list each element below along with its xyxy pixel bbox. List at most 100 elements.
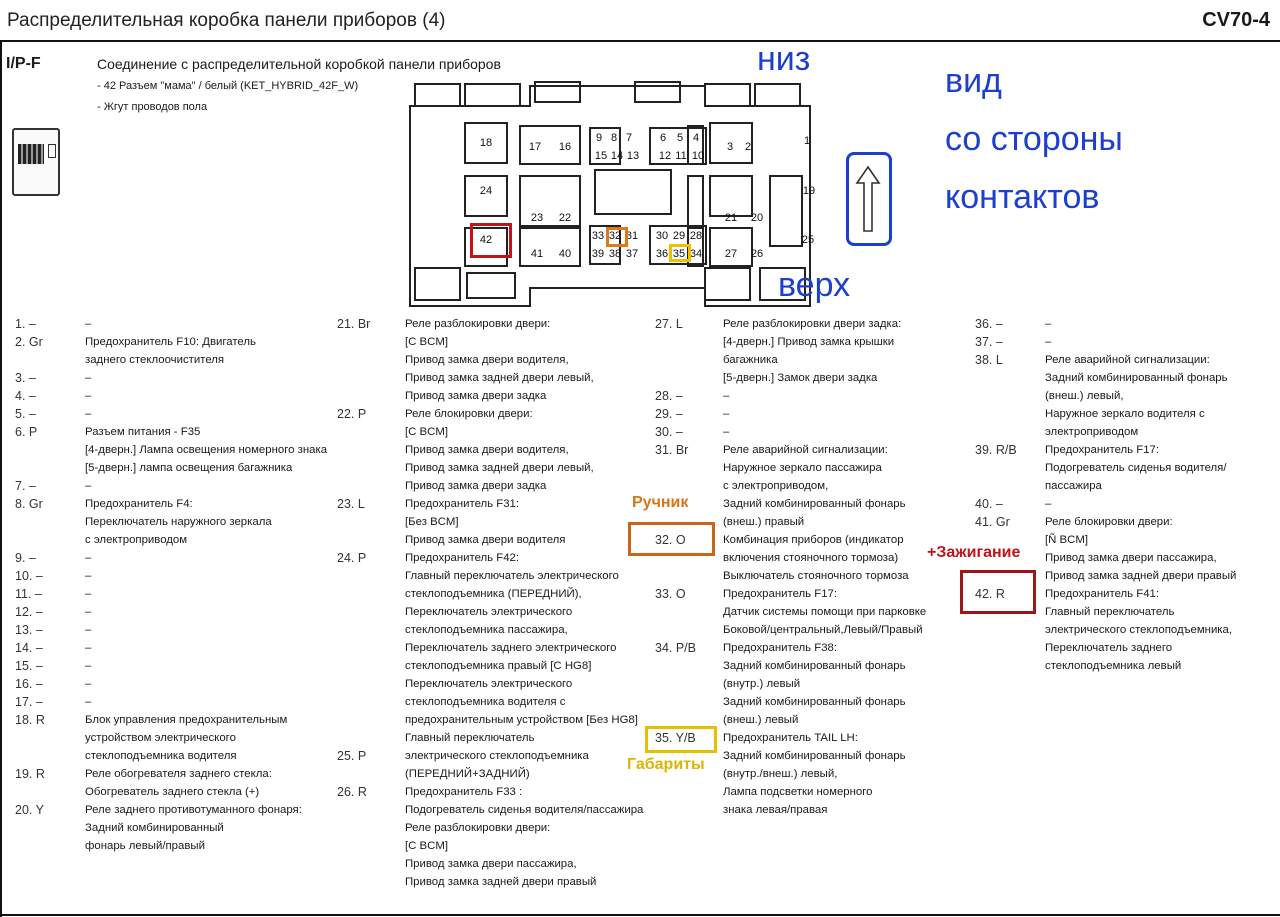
pin-number: 25. P [337, 749, 367, 763]
diagram-label: 3 [727, 141, 733, 153]
pin-desc: Переключатель наружного зеркала [85, 516, 272, 528]
pin-desc: Предохранитель F41: [1045, 588, 1160, 600]
pin-desc: Реле блокировки двери: [405, 408, 533, 420]
housing-outline [409, 85, 811, 307]
pin-desc: Главный переключатель электрического [405, 570, 619, 582]
pin-desc: Реле разблокировки двери задка: [723, 318, 902, 330]
diagram-label: 19 [803, 185, 815, 197]
diagram-label: 40 [559, 248, 571, 260]
diagram-label: 10 [692, 150, 704, 162]
pin-desc: Задний комбинированный фонарь [723, 498, 906, 510]
diagram-label: 16 [559, 141, 571, 153]
pin-desc: Привод замка двери водителя, [405, 354, 569, 366]
pin-desc: [4-дверн.] Лампа освещения номерного зна… [85, 444, 328, 456]
pin-number: 10. – [15, 569, 43, 583]
pin-desc: Главный переключатель [1045, 606, 1175, 618]
highlight-row-35 [645, 726, 717, 753]
pin-desc: Реле аварийной сигнализации: [1045, 354, 1210, 366]
arrow-up-icon [855, 165, 881, 232]
pin-desc: (внутр.) левый [723, 678, 801, 690]
pin-number: 20. Y [15, 803, 44, 817]
pin-desc: Привод замка двери пассажира, [405, 858, 577, 870]
diagram-label: 25 [802, 234, 814, 246]
pin-number: 15. – [15, 659, 43, 673]
pin-desc: (внеш.) левый, [1045, 390, 1124, 402]
pin-number: 11. – [15, 587, 42, 601]
pin-number: 6. P [15, 425, 38, 439]
diagram-label: 22 [559, 212, 571, 224]
pin-number: 26. R [337, 785, 367, 799]
pin-desc: с электроприводом, [723, 480, 829, 492]
pin-desc: – [85, 678, 92, 690]
pin-desc: устройством электрического [85, 732, 236, 744]
pin-number: 42. R [975, 587, 1005, 601]
diagram-label: 17 [529, 141, 541, 153]
pin-desc: Привод замка задней двери правый [1045, 570, 1237, 582]
pin-number: 38. L [975, 353, 1003, 367]
diagram-label: 8 [611, 132, 617, 144]
pin-desc: Привод замка двери пассажира, [1045, 552, 1217, 564]
pin-desc: электрического стеклоподъемника, [1045, 624, 1233, 636]
pin-desc: Реле разблокировки двери: [405, 318, 551, 330]
pin-desc: Предохранитель F33 : [405, 786, 523, 798]
pin-number: 17. – [15, 695, 43, 709]
highlight-pin-35 [669, 244, 691, 262]
label-view-3: контактов [945, 178, 1100, 216]
pin-desc: Привод замка двери задка [405, 480, 547, 492]
pin-desc: [Без BCM] [405, 516, 459, 528]
diagram-label: 14 [611, 150, 623, 162]
pin-desc: [С BCM] [405, 426, 449, 438]
pin-desc: – [85, 696, 92, 708]
pin-desc: – [85, 390, 92, 402]
diagram-label: 24 [480, 185, 492, 197]
diagram-label: 37 [626, 248, 638, 260]
diagram-label: 11 [675, 150, 686, 162]
pin-number: 33. O [655, 587, 686, 601]
diagram-label: 26 [751, 248, 763, 260]
pin-number: 5. – [15, 407, 36, 421]
pin-desc: Привод замка задней двери левый, [405, 462, 594, 474]
diagram-label: 12 [659, 150, 671, 162]
pin-desc: Привод замка двери задка [405, 390, 547, 402]
pin-number: 30. – [655, 425, 683, 439]
pin-desc: [5-дверн.] Замок двери задка [723, 372, 878, 384]
pin-number: 16. – [15, 677, 43, 691]
pin-desc: Обогреватель заднего стекла (+) [85, 786, 260, 798]
pin-desc: Привод замка двери водителя [405, 534, 566, 546]
pin-desc: [5-дверн.] лампа освещения багажника [85, 462, 293, 474]
highlight-row-32 [628, 522, 715, 556]
pin-number: 24. P [337, 551, 367, 565]
page-code: CV70-4 [1202, 9, 1270, 31]
pin-desc: Блок управления предохранительным [85, 714, 288, 726]
pin-desc: Датчик системы помощи при парковке [723, 606, 927, 618]
diagram-label: 21 [725, 212, 737, 224]
pin-desc: стеклоподъемника водителя [85, 750, 237, 762]
diagram-label: 2 [745, 141, 751, 153]
diagram-label: 41 [531, 248, 543, 260]
diagram-label: 1 [804, 135, 810, 147]
pin-number: 31. Br [655, 443, 689, 457]
pin-number: 34. P/B [655, 641, 696, 655]
pin-desc: Предохранитель F10: Двигатель [85, 336, 256, 348]
diagram-label: 9 [596, 132, 602, 144]
pin-desc: Главный переключатель [405, 732, 535, 744]
pin-number: 14. – [15, 641, 43, 655]
connector-thumbnail-icon [12, 128, 60, 196]
diagram-label: 32 [609, 230, 621, 242]
pin-desc: Наружное зеркало водителя с [1045, 408, 1205, 420]
pin-desc: стеклоподъемника левый [1045, 660, 1182, 672]
pin-desc: – [85, 642, 92, 654]
connector-diagram: 18 17 16 9 8 7 6 5 4 3 2 1 15 14 13 12 1… [409, 81, 815, 307]
connector-subtitle-2: - Жгут проводов пола [97, 101, 208, 113]
diagram-label: 30 [656, 230, 668, 242]
pin-desc: Задний комбинированный фонарь [723, 660, 906, 672]
pin-desc: – [1045, 318, 1052, 330]
pin-number: 21. Br [337, 317, 371, 331]
connector-subtitle-1: - 42 Разъем "мама" / белый (KET_HYBRID_4… [97, 80, 359, 92]
pin-desc: Переключатель электрического [405, 606, 573, 618]
pin-number: 19. R [15, 767, 45, 781]
pin-desc: Предохранитель F31: [405, 498, 520, 510]
pin-desc: электрического стеклоподъемника [405, 750, 589, 762]
pin-number: 22. P [337, 407, 367, 421]
pin-desc: Выключатель стояночного тормоза [723, 570, 909, 582]
